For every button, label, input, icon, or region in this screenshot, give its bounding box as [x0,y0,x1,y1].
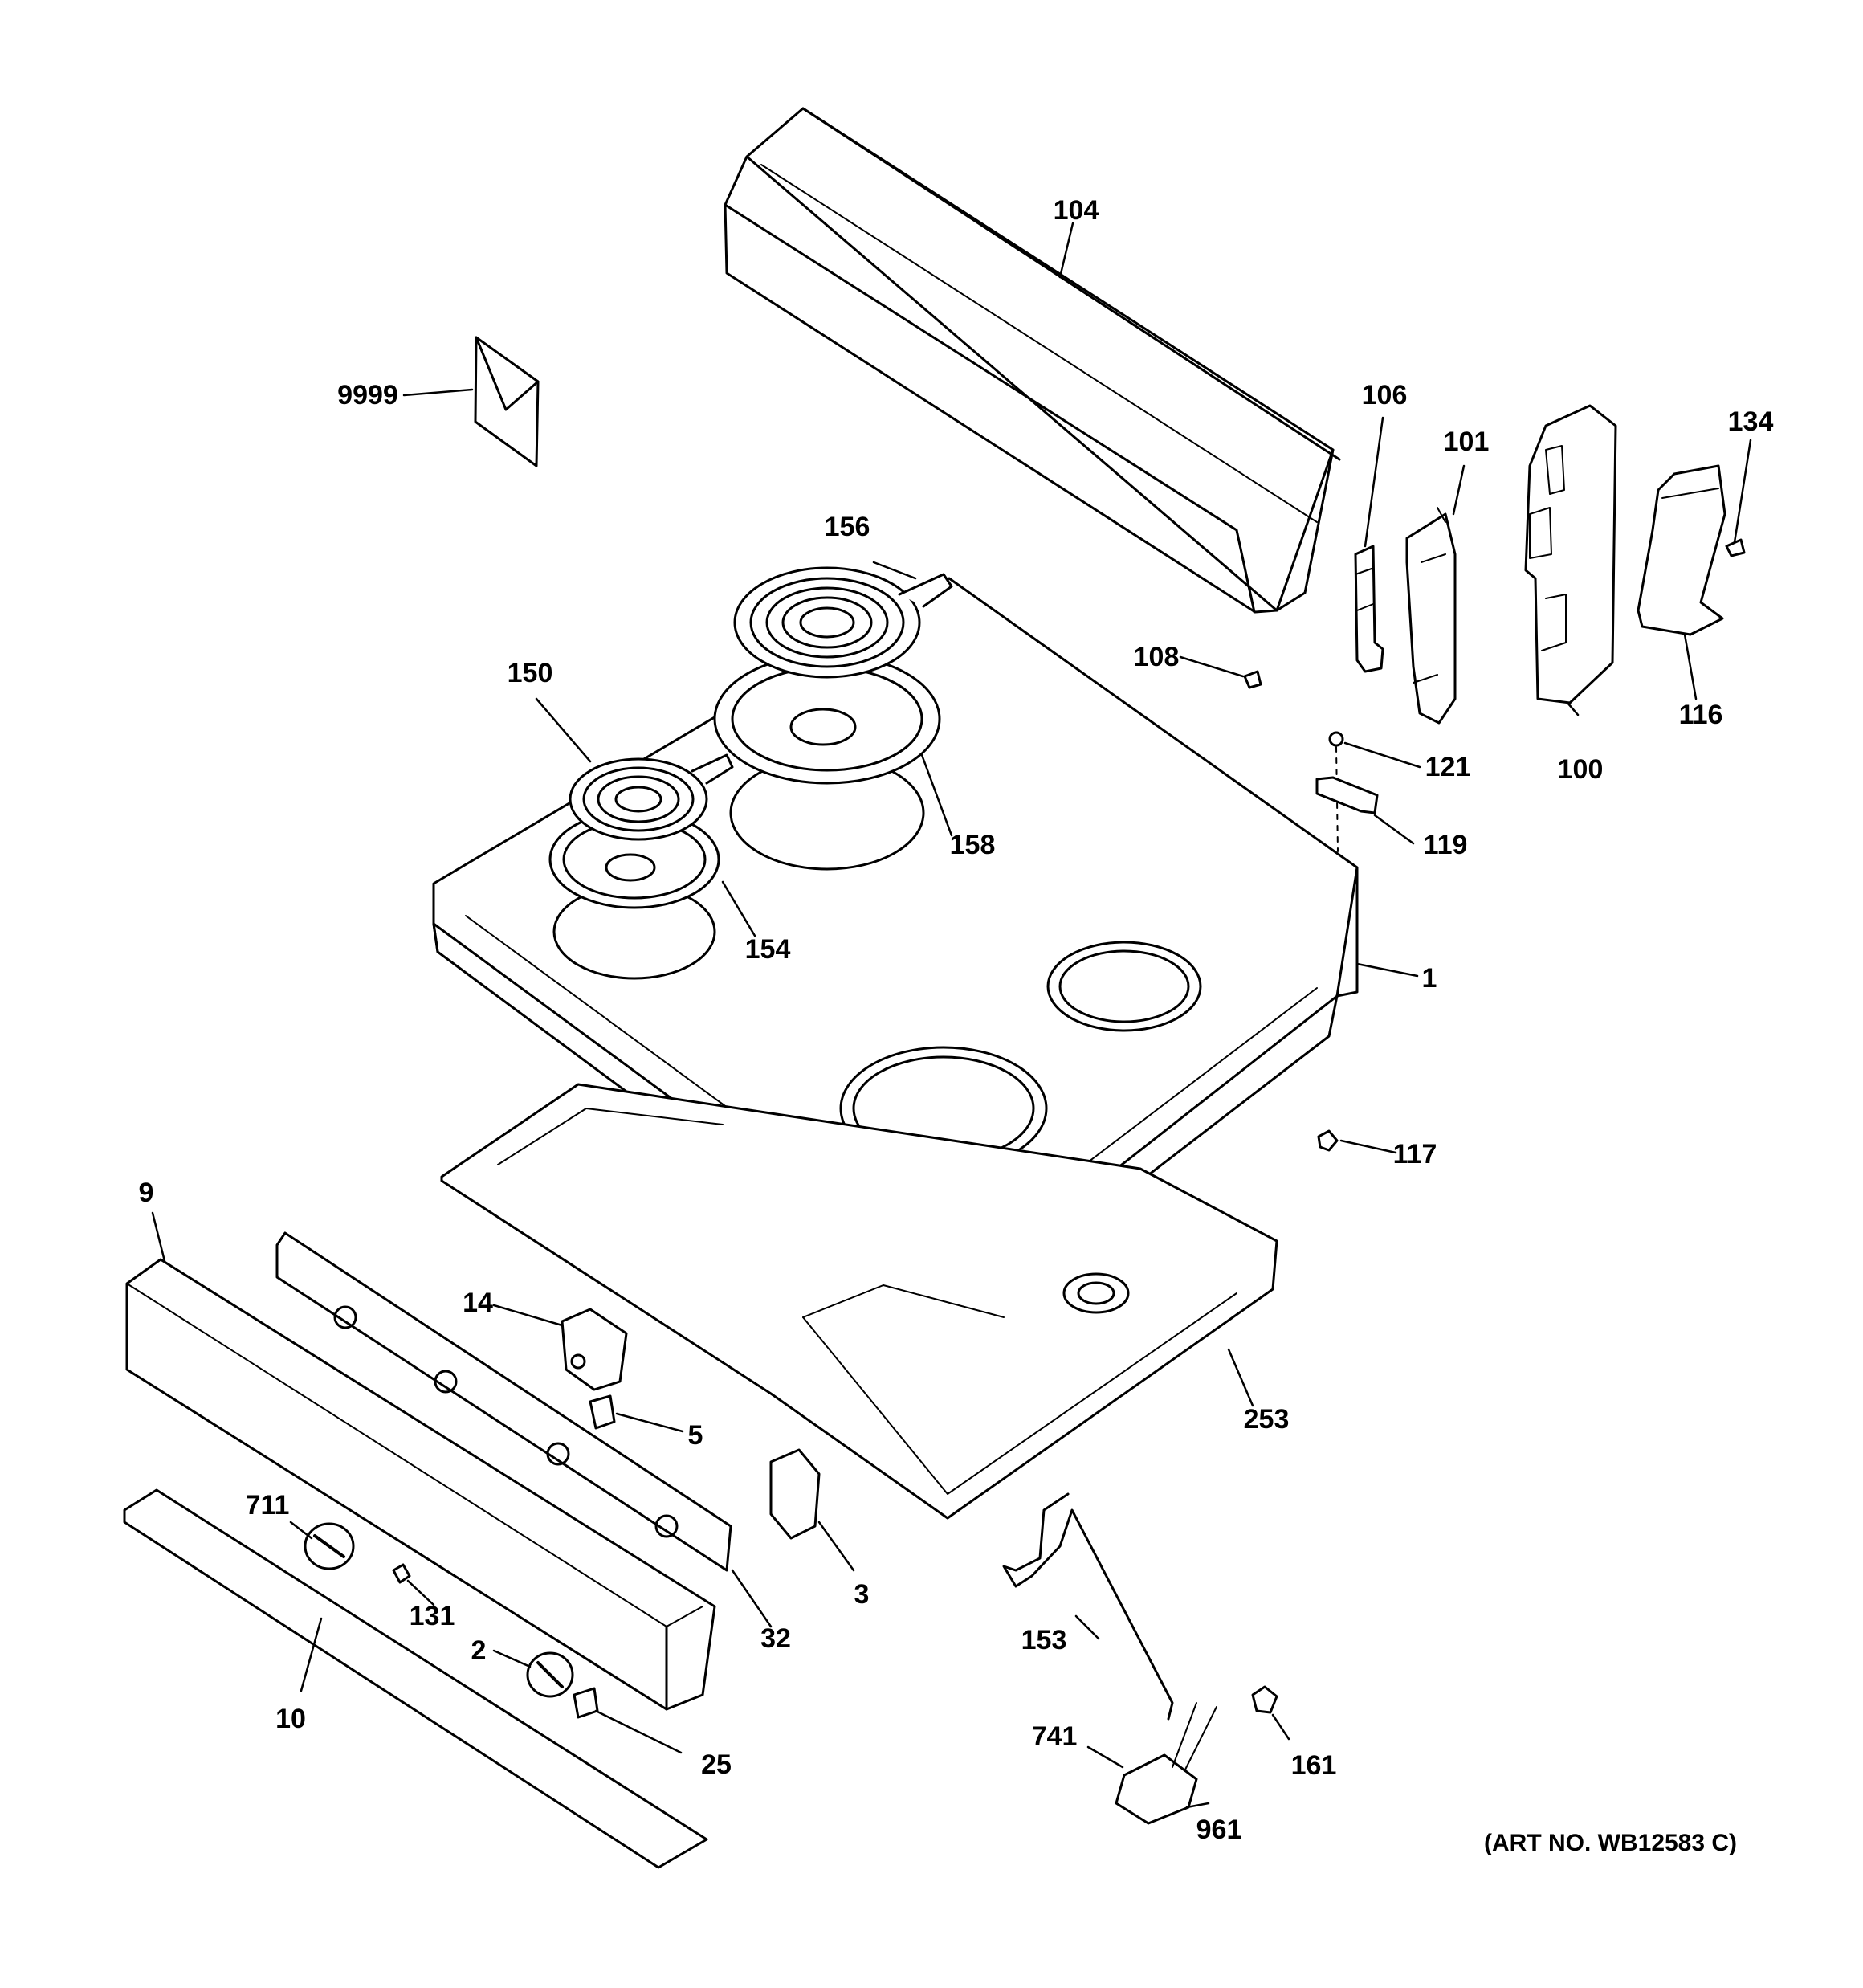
part-label-117: 117 [1392,1139,1437,1170]
end-cap-116-part [1637,464,1726,636]
part-label-25: 25 [701,1749,732,1780]
part-label-32: 32 [760,1623,791,1654]
terminal-block-741-part [1115,1702,1217,1825]
part-label-153: 153 [1021,1625,1067,1655]
knob-711-part [304,1522,355,1570]
part-label-161: 161 [1290,1750,1337,1781]
end-cap-part [1524,404,1617,704]
part-label-101: 101 [1443,427,1490,457]
screw-108-part [1243,670,1262,689]
part-label-154: 154 [744,934,791,965]
knob-2-part [526,1651,574,1698]
drip-pan-158-part [713,653,941,785]
bracket-106-part [1354,545,1384,673]
part-label-14: 14 [463,1288,493,1318]
part-label-1: 1 [1421,963,1437,994]
part-label-100: 100 [1557,754,1604,785]
bracket-119-part [1315,776,1379,814]
part-label-131: 131 [409,1601,455,1631]
control-panel-part [125,1258,716,1711]
clip-161-part [1251,1685,1278,1714]
switch-14-part [561,1308,628,1391]
switch-25-part [573,1687,599,1719]
literature-part [474,336,540,467]
switch-3-part [769,1448,821,1540]
part-label-711: 711 [245,1490,290,1521]
part-label-108: 108 [1133,642,1180,672]
part-label-134: 134 [1727,406,1774,437]
surface-burner-150-part [569,753,734,841]
surface-burner-156-part [733,566,953,679]
part-label-150: 150 [507,658,553,688]
trim-10-part [123,1488,708,1869]
part-label-961: 961 [1196,1815,1242,1845]
part-label-741: 741 [1031,1721,1078,1752]
part-label-9: 9 [138,1178,154,1208]
part-label-2: 2 [471,1635,487,1666]
part-label-9999: 9999 [337,380,398,410]
part-label-106: 106 [1361,380,1408,410]
part-label-5: 5 [687,1420,703,1451]
part-label-119: 119 [1423,830,1468,860]
art-number: (ART NO. WB12583 C) [1484,1830,1738,1856]
screw-134-part [1725,538,1746,557]
part-label-104: 104 [1053,195,1099,226]
part-label-158: 158 [949,830,996,860]
part-label-10: 10 [275,1704,306,1734]
part-label-116: 116 [1678,700,1723,730]
leader-lines [151,222,1752,1809]
backsplash-part [724,107,1341,614]
switch-5-part [589,1394,616,1430]
part-label-156: 156 [824,512,870,542]
burner-box-part [440,1083,1278,1520]
wire-harness-153-part [1002,1492,1174,1721]
part-label-3: 3 [854,1579,870,1610]
part-label-121: 121 [1425,752,1471,782]
nut-117-part [1317,1129,1339,1152]
control-panel-backer-part [275,1231,732,1572]
screw-131-part [392,1563,411,1584]
screw-121-part [1328,731,1344,852]
part-label-253: 253 [1243,1404,1290,1435]
bracket-101-part [1405,507,1457,725]
